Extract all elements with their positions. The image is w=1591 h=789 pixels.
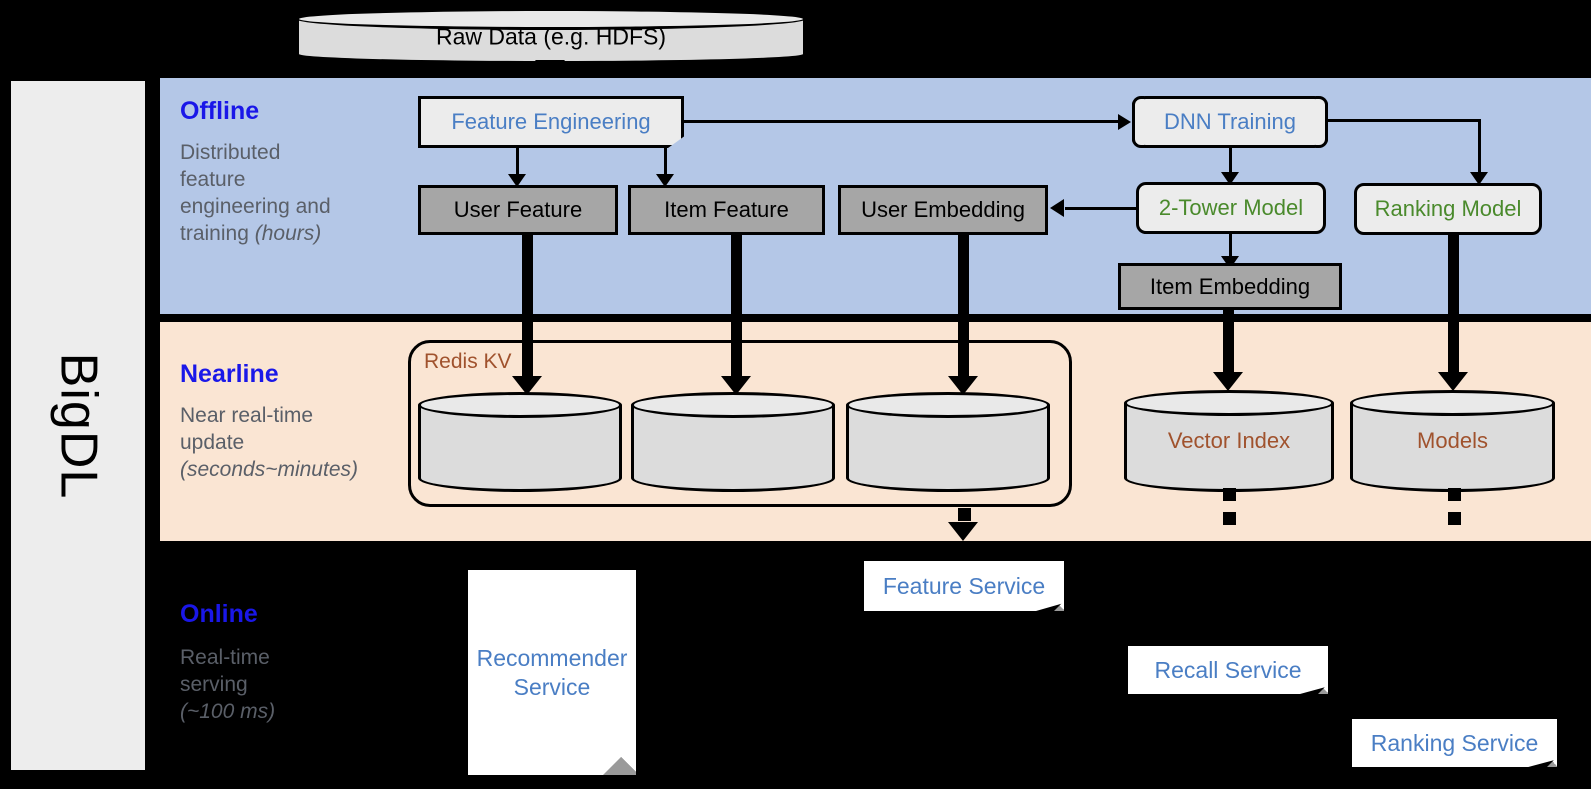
cylinder-top <box>631 392 835 418</box>
models-cylinder: Models <box>1350 390 1555 492</box>
online-sub-2: serving <box>180 672 248 696</box>
cylinder-body <box>1124 403 1334 492</box>
arrow-fe-userfeature-line <box>516 148 519 178</box>
recall-service-fold-icon <box>1318 684 1328 694</box>
cylinder-top <box>418 392 622 418</box>
user-feature-label: User Feature <box>453 197 583 222</box>
feature-service-card[interactable]: Feature Service <box>864 561 1064 611</box>
recall-service-card[interactable]: Recall Service <box>1128 646 1328 694</box>
two-tower-model-label: 2-Tower Model <box>1158 195 1304 220</box>
item-feature-box[interactable]: Item Feature <box>628 185 825 235</box>
online-title: Online <box>180 600 258 628</box>
nearline-subtitle: Near real-time update (seconds~minutes) <box>180 403 410 484</box>
cylinder-body <box>1350 403 1555 492</box>
arrow-dnn-twotower-head <box>1221 172 1239 185</box>
dashed-stub-vector-index-a <box>1223 488 1236 501</box>
arrow-fe-userfeature-head <box>508 174 526 187</box>
feature-engineering-box[interactable]: Feature Engineering <box>418 96 684 148</box>
arrow-fe-dnn-line <box>684 120 1120 123</box>
cylinder-body <box>418 405 622 492</box>
bigdl-label: BigDL <box>49 352 108 499</box>
arrow-twotower-userembedding-head <box>1050 199 1064 217</box>
arrow-userembedding-kv-head <box>948 376 978 395</box>
offline-subtitle: Distributed feature engineering and trai… <box>180 140 380 248</box>
kv-cylinder-user-feature <box>418 392 622 492</box>
arrow-dnn-ranking-h <box>1328 119 1481 122</box>
feature-service-fold-icon <box>1054 601 1064 611</box>
arrow-itemfeature-kv-line <box>731 235 742 383</box>
online-subtitle: Real-time serving (~100 ms) <box>180 645 410 726</box>
dnn-training-box[interactable]: DNN Training <box>1132 96 1328 148</box>
user-feature-box[interactable]: User Feature <box>418 185 618 235</box>
recall-service-label: Recall Service <box>1154 656 1302 683</box>
two-tower-model-box[interactable]: 2-Tower Model <box>1136 182 1326 234</box>
arrow-fe-itemfeature-line <box>664 148 667 178</box>
ranking-service-card[interactable]: Ranking Service <box>1352 719 1557 767</box>
cylinder-top <box>1350 390 1555 416</box>
nearline-sub-1: Near real-time <box>180 404 314 427</box>
ranking-model-label: Ranking Model <box>1374 196 1522 221</box>
cylinder-body <box>631 405 835 492</box>
nearline-title: Nearline <box>180 360 279 388</box>
dashed-stub-models-b <box>1448 512 1461 525</box>
offline-sub-2: feature <box>180 167 246 191</box>
kv-cylinder-item-feature <box>631 392 835 492</box>
arrow-itememb-vectorindex-head <box>1213 372 1243 391</box>
cylinder-body <box>846 405 1050 492</box>
arrow-twotower-userembedding-line <box>1065 207 1136 210</box>
dnn-training-label: DNN Training <box>1163 109 1297 134</box>
arrow-dnn-ranking-v <box>1478 119 1481 177</box>
arrow-twotower-itememb-line <box>1229 234 1232 260</box>
nearline-sub-3: (seconds~minutes) <box>180 457 358 481</box>
cylinder-top <box>1124 390 1334 416</box>
models-label: Models <box>1417 428 1488 453</box>
item-feature-label: Item Feature <box>664 197 789 222</box>
vector-index-cylinder: Vector Index <box>1124 390 1334 492</box>
bigdl-rail: BigDL <box>8 78 148 773</box>
arrow-userfeature-kv-line <box>522 235 533 383</box>
cylinder-top <box>296 8 806 30</box>
offline-sub-1: Distributed <box>180 141 281 164</box>
nearline-sub-2: update <box>180 430 245 454</box>
arrow-rankingmodel-models-line <box>1448 235 1459 378</box>
arrow-itemfeature-kv-head <box>721 376 751 395</box>
raw-data-label: Raw Data (e.g. HDFS) <box>435 23 667 50</box>
redis-kv-label: Redis KV <box>424 350 512 373</box>
ranking-model-box[interactable]: Ranking Model <box>1354 183 1542 235</box>
arrow-rankingmodel-models-head <box>1438 372 1468 391</box>
arrow-kv-featureservice-head <box>948 522 978 541</box>
item-embedding-box[interactable]: Item Embedding <box>1118 263 1342 310</box>
offline-sub-3: engineering and <box>180 194 331 218</box>
kv-cylinder-user-embedding <box>846 392 1050 492</box>
dashed-stub-models-a <box>1448 488 1461 501</box>
item-embedding-label: Item Embedding <box>1149 273 1311 299</box>
offline-title: Offline <box>180 97 260 125</box>
recommender-service-label: Recommender Service <box>476 645 628 700</box>
ranking-service-fold-icon <box>1547 757 1557 767</box>
recommender-service-card[interactable]: Recommender Service <box>468 570 636 775</box>
offline-sub-4: training (hours) <box>180 221 322 245</box>
arrow-fe-itemfeature-head <box>656 174 674 187</box>
online-sub-3: (~100 ms) <box>180 699 276 723</box>
arrow-dnn-twotower-line <box>1229 148 1232 176</box>
arrow-itememb-vectorindex-line <box>1223 310 1234 378</box>
online-sub-1: Real-time <box>180 646 270 669</box>
cylinder-top <box>846 392 1050 418</box>
arrow-dnn-ranking-head <box>1470 172 1488 185</box>
arrow-userembedding-kv-line <box>958 235 969 383</box>
vector-index-label: Vector Index <box>1167 428 1291 453</box>
feature-engineering-label: Feature Engineering <box>451 109 651 134</box>
ranking-service-label: Ranking Service <box>1370 729 1539 756</box>
feature-service-label: Feature Service <box>882 572 1046 599</box>
arrow-fe-dnn-head <box>1118 114 1131 130</box>
user-embedding-label: User Embedding <box>861 197 1025 222</box>
arrow-userfeature-kv-head <box>512 376 542 395</box>
arrow-rawdata-head <box>535 60 565 79</box>
user-embedding-box[interactable]: User Embedding <box>838 185 1048 235</box>
dashed-stub-feature-service <box>958 508 971 521</box>
dashed-stub-vector-index-b <box>1223 512 1236 525</box>
raw-data-cylinder: Raw Data (e.g. HDFS) <box>296 8 806 64</box>
